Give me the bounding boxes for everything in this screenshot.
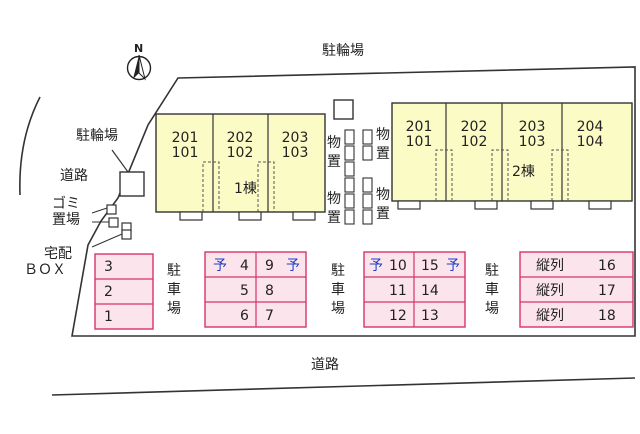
- building-1: [155, 113, 326, 221]
- b1-unit-3-top: 203: [281, 130, 309, 146]
- b1-unit-1-top: 201: [171, 130, 199, 146]
- parking-space-12: 12: [389, 308, 407, 324]
- tandem-label: 縦列: [536, 308, 564, 324]
- parking-space-2: 2: [104, 284, 113, 300]
- parking-space-13: 13: [421, 308, 439, 324]
- b2-unit-3-bottom: 103: [518, 134, 546, 150]
- parking-block-1: [94, 253, 154, 330]
- parking-block-2: [204, 251, 307, 328]
- north-label: N: [134, 42, 144, 55]
- garbage-label-1: ゴミ: [52, 196, 80, 212]
- parking-space-16: 16: [598, 258, 616, 274]
- parking-space-10: 10: [389, 258, 407, 274]
- delivery-box-label-2: ＢＯＸ: [24, 262, 66, 278]
- parking-space-8: 8: [265, 283, 274, 299]
- tandem-label: 縦列: [536, 283, 564, 299]
- parking-space-15: 15: [421, 258, 439, 274]
- reserved-mark: 予: [286, 258, 300, 274]
- reserved-mark: 予: [369, 258, 383, 274]
- b2-unit-1-bottom: 101: [405, 134, 433, 150]
- parking-label-3: 駐車場: [485, 263, 499, 317]
- b2-unit-2-top: 202: [460, 119, 488, 135]
- building-2: [391, 102, 633, 210]
- b2-unit-1-top: 201: [405, 119, 433, 135]
- bicycle-parking-top-label: 駐輪場: [322, 43, 364, 59]
- b1-unit-2-bottom: 102: [226, 145, 254, 161]
- parking-block-4: [519, 251, 634, 328]
- road-edge-bottom: [51, 377, 636, 396]
- parking-space-5: 5: [240, 283, 249, 299]
- b2-unit-4-top: 204: [576, 119, 604, 135]
- parking-space-11: 11: [389, 283, 407, 299]
- storage-label-4: 物置: [376, 187, 390, 222]
- parking-block-3: [363, 251, 466, 328]
- reserved-mark: 予: [446, 258, 460, 274]
- building-1-name: 1棟: [234, 181, 257, 197]
- storage-sheds: [344, 129, 373, 225]
- bicycle-parking-left-label: 駐輪場: [76, 128, 118, 144]
- tandem-label: 縦列: [536, 258, 564, 274]
- building-2-name: 2棟: [512, 164, 535, 180]
- road-left-label: 道路: [60, 168, 88, 184]
- parking-space-7: 7: [265, 308, 274, 324]
- storage-label-1: 物置: [327, 135, 341, 170]
- parking-space-6: 6: [240, 308, 249, 324]
- road-edge-left: [19, 96, 41, 196]
- b2-unit-4-bottom: 104: [576, 134, 604, 150]
- delivery-box-label-1: 宅配: [44, 246, 72, 262]
- storage-label-2: 物置: [327, 191, 341, 226]
- road-bottom-label: 道路: [311, 357, 339, 373]
- b2-unit-2-bottom: 102: [460, 134, 488, 150]
- b1-unit-1-bottom: 101: [171, 145, 199, 161]
- north-arrow-icon: [126, 54, 152, 81]
- garbage-boxes: [91, 204, 132, 248]
- b2-unit-3-top: 203: [518, 119, 546, 135]
- parking-space-4: 4: [240, 258, 249, 274]
- parking-space-14: 14: [421, 283, 439, 299]
- bicycle-shed-top: [333, 99, 354, 120]
- parking-label-1: 駐車場: [167, 263, 181, 317]
- storage-label-3: 物置: [376, 127, 390, 162]
- reserved-mark: 予: [213, 258, 227, 274]
- bicycle-shed-left: [119, 171, 145, 197]
- parking-space-1: 1: [104, 309, 113, 325]
- parking-space-3: 3: [104, 259, 113, 275]
- parking-space-18: 18: [598, 308, 616, 324]
- parking-space-17: 17: [598, 283, 616, 299]
- garbage-label-2: 置場: [52, 212, 80, 228]
- b1-unit-3-bottom: 103: [281, 145, 309, 161]
- b1-unit-2-top: 202: [226, 130, 254, 146]
- parking-label-2: 駐車場: [331, 263, 345, 317]
- parking-space-9: 9: [265, 258, 274, 274]
